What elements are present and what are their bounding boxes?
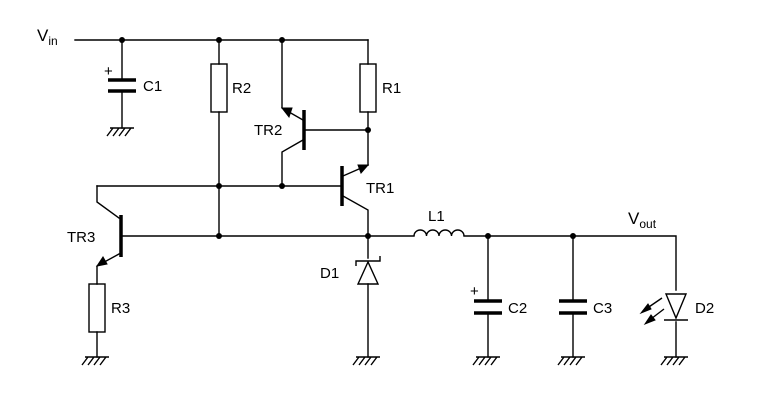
- junction-dot: [365, 127, 371, 133]
- ground-icon: [660, 356, 688, 366]
- vin-label-sub: in: [48, 34, 57, 48]
- transistor-tr2: TR2: [254, 107, 306, 150]
- c3-label: C3: [593, 300, 612, 317]
- transistor-tr1: TR1: [340, 164, 394, 206]
- c2-plus-sign: +: [470, 283, 479, 300]
- junction-dot: [216, 183, 222, 189]
- d1-label: D1: [320, 265, 339, 282]
- junction-dot: [570, 233, 576, 239]
- diode-d1: D1: [320, 256, 381, 285]
- junction-dot: [216, 37, 222, 43]
- tr1-emitter-wire: [342, 195, 369, 237]
- resistor-r1: R1: [359, 63, 401, 113]
- r1-label: R1: [382, 80, 401, 97]
- vin-net-label: Vin: [37, 26, 58, 48]
- vout-net-label: Vout: [628, 209, 657, 231]
- c2-label: C2: [508, 300, 527, 317]
- led-d2: D2: [639, 293, 714, 326]
- ground-icon: [106, 127, 134, 137]
- vout-label-main: V: [628, 209, 640, 228]
- junction-dot: [216, 233, 222, 239]
- capacitor-c3: C3: [559, 299, 612, 317]
- junction-dot: [485, 233, 491, 239]
- l1-label: L1: [428, 208, 445, 225]
- junction-dot: [365, 233, 371, 239]
- junction-dot: [119, 37, 125, 43]
- light-emission-arrows-icon: [639, 297, 665, 326]
- vin-label-main: V: [37, 26, 49, 45]
- junctions: [119, 37, 576, 239]
- tr2-label: TR2: [254, 122, 282, 139]
- vout-label-sub: out: [639, 217, 656, 231]
- junction-dot: [279, 183, 285, 189]
- capacitor-c1: + C1: [104, 63, 162, 95]
- tr2-emitter-wire: [281, 139, 304, 187]
- resistor-r3: R3: [88, 283, 130, 333]
- resistor-r2: R2: [210, 63, 251, 113]
- c1-label: C1: [143, 78, 162, 95]
- ground-symbols: [81, 127, 688, 366]
- vout-rail: [463, 235, 677, 358]
- d2-label: D2: [695, 300, 714, 317]
- tr1-label: TR1: [366, 180, 394, 197]
- c1-plus-sign: +: [104, 63, 113, 80]
- tr3-collector-wire: [96, 185, 120, 219]
- r3-label: R3: [111, 300, 130, 317]
- wires: [74, 39, 677, 358]
- junction-dot: [279, 37, 285, 43]
- transistor-tr3: TR3: [67, 215, 123, 267]
- r2-label: R2: [232, 80, 251, 97]
- ground-icon: [472, 356, 500, 366]
- capacitor-c2: + C2: [470, 283, 527, 317]
- ground-icon: [352, 356, 380, 366]
- ground-icon: [557, 356, 585, 366]
- tr3-label: TR3: [67, 229, 95, 246]
- inductor-l1: L1: [413, 208, 465, 237]
- ground-icon: [81, 356, 109, 366]
